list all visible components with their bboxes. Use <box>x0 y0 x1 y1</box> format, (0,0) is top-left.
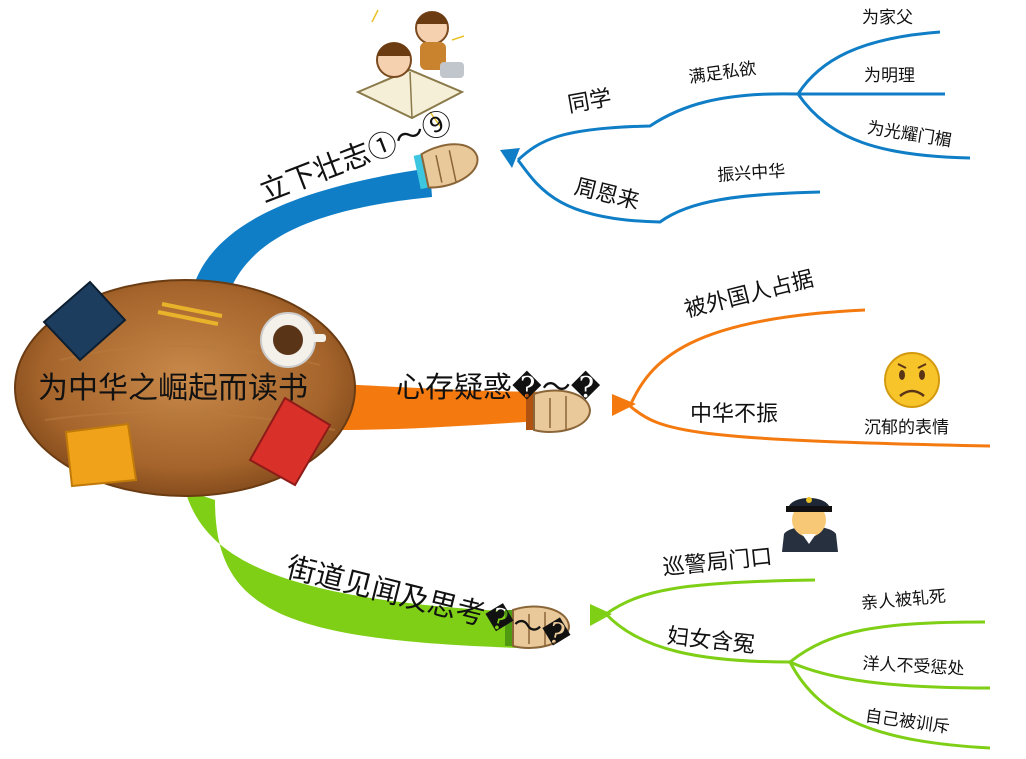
node-revitalize-china: 振兴中华 <box>716 161 786 186</box>
central-desk <box>14 279 356 497</box>
node-china-weak: 中华不振 <box>690 402 779 427</box>
node-for-reason: 为明理 <box>864 66 915 86</box>
hand-pointer-icon <box>505 605 571 649</box>
police-officer-icon <box>782 497 838 552</box>
branch-green-lines <box>604 578 991 750</box>
sad-face-icon <box>884 352 940 408</box>
branch-orange-trunk <box>335 384 562 430</box>
hand-pointer-icon <box>526 389 592 433</box>
children-reading-icon <box>355 9 465 127</box>
branch-green-arrow <box>590 604 612 626</box>
hand-pointer-icon <box>413 143 479 190</box>
branch-blue-arrow <box>500 148 520 168</box>
branch-blue-trunk <box>195 168 432 290</box>
node-for-father: 为家父 <box>862 8 913 28</box>
desk-book-red-icon <box>248 396 332 487</box>
node-gloomy-expression: 沉郁的表情 <box>864 418 949 438</box>
branch-label-doubt: 心存疑惑�～� <box>396 370 601 404</box>
desk-pencils-icon <box>157 302 223 326</box>
branch-orange-lines <box>628 308 991 448</box>
central-title: 为中华之崛起而读书 <box>38 371 308 406</box>
branch-green-trunk <box>185 490 520 648</box>
branch-orange-arrow <box>612 394 636 416</box>
branch-blue-lines <box>516 30 971 224</box>
desk-coffee-icon <box>260 312 326 368</box>
desk-book-yellow-icon <box>64 422 138 488</box>
desk-book-dark-icon <box>42 280 127 362</box>
